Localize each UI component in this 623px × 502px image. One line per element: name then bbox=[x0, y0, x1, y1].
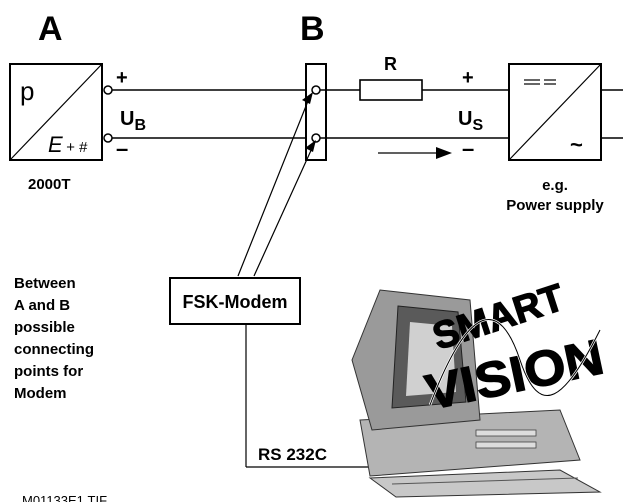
label-b: B bbox=[300, 10, 325, 48]
keyboard-keys-row bbox=[391, 477, 579, 485]
label-a: A bbox=[38, 10, 63, 48]
figure-id: M01133E1.TIF bbox=[22, 493, 107, 502]
transmitter-plusminus: + # bbox=[66, 139, 88, 156]
fsk-modem-box bbox=[169, 277, 301, 325]
plus-a: + bbox=[116, 67, 128, 89]
terminal-minus-a bbox=[103, 133, 113, 143]
ub-label: UB bbox=[120, 108, 146, 134]
resistor bbox=[359, 79, 423, 101]
minus-s: – bbox=[462, 136, 474, 161]
transmitter-p: p bbox=[20, 76, 34, 106]
note-line-6: Modem bbox=[14, 385, 67, 402]
transmitter-e: E bbox=[48, 132, 63, 157]
transmitter: p E + # 2000T bbox=[9, 63, 103, 193]
terminal-plus-a bbox=[103, 85, 113, 95]
note-line-4: connecting bbox=[14, 341, 94, 358]
connector-block-b bbox=[305, 63, 327, 161]
note-line-2: A and B bbox=[14, 297, 70, 314]
note-line-3: possible bbox=[14, 319, 75, 336]
drive-slot-2 bbox=[475, 441, 537, 449]
note-line-1: Between bbox=[14, 275, 76, 292]
modem-arrow-bottom bbox=[305, 140, 316, 152]
note-line-5: points for bbox=[14, 363, 83, 380]
psu-caption-2: Power supply bbox=[506, 197, 604, 214]
ac-tilde: ~ bbox=[570, 132, 583, 157]
power-supply-diagonal bbox=[508, 63, 602, 161]
desktop-computer-icon bbox=[351, 289, 602, 498]
current-arrow-head bbox=[436, 147, 452, 159]
power-supply: ~ bbox=[508, 63, 602, 161]
fsk-modem-label: FSK-Modem bbox=[183, 292, 288, 312]
terminal-b-bottom bbox=[311, 133, 321, 143]
transmitter-name: 2000T bbox=[28, 176, 71, 193]
plus-s: + bbox=[462, 67, 474, 89]
resistor-label: R bbox=[384, 54, 397, 74]
keyboard bbox=[368, 469, 602, 498]
connection-note: Between A and B possible connecting poin… bbox=[14, 275, 94, 402]
modem-line-top bbox=[237, 95, 311, 277]
modem-arrow-top bbox=[302, 92, 313, 104]
psu-caption-1: e.g. bbox=[542, 177, 568, 194]
logo-wave-outline bbox=[429, 319, 601, 406]
screen-highlight bbox=[406, 322, 456, 396]
minus-a: – bbox=[116, 136, 128, 161]
terminal-b-top bbox=[311, 85, 321, 95]
us-label: US bbox=[458, 108, 483, 134]
transmitter-diagonal bbox=[9, 63, 103, 161]
rs232-label: RS 232C bbox=[258, 445, 327, 464]
modem-line-bottom bbox=[253, 145, 314, 277]
drive-slot-1 bbox=[475, 429, 537, 437]
